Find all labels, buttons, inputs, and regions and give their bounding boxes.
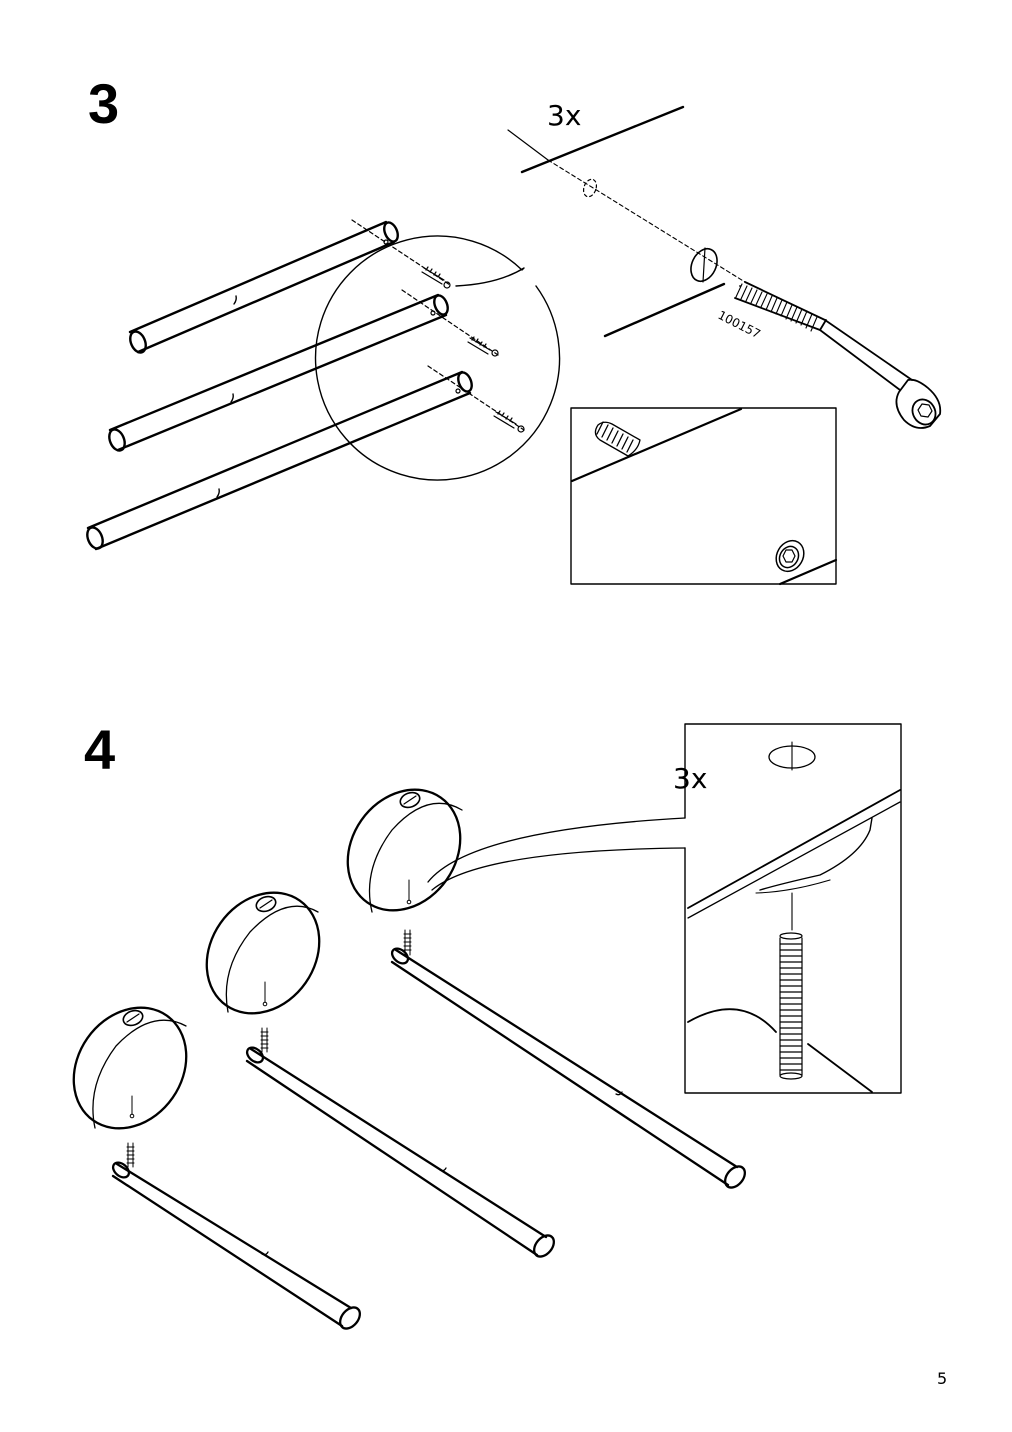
- page-number: 5: [937, 1369, 948, 1388]
- dowel-rod-icon: [389, 946, 749, 1192]
- threaded-stud-icon: [127, 1143, 134, 1167]
- detail-inset-box: [571, 408, 836, 584]
- threaded-stud-icon: [780, 933, 802, 1079]
- dowel-rod-icon: [244, 1045, 558, 1261]
- dowel-rod-icon: [110, 1160, 364, 1333]
- step-3-number: 3: [88, 72, 120, 135]
- round-bracket-ring-icon: [325, 768, 484, 933]
- dowel-rod-icon: [106, 293, 450, 452]
- round-bracket-ring-icon: [51, 986, 210, 1151]
- step-3-quantity: 3x: [547, 99, 582, 132]
- allen-bolt-icon: [402, 290, 498, 356]
- magnifier-callout-icon: [316, 107, 745, 480]
- dowel-rod-icon: [127, 220, 400, 354]
- round-bracket-ring-icon: [184, 871, 343, 1036]
- step-4-number: 4: [84, 718, 116, 781]
- detail-inset-box: [685, 724, 901, 1093]
- allen-bolt-large-icon: [735, 282, 940, 429]
- callout-leader: [428, 818, 685, 890]
- step-4-quantity: 3x: [673, 762, 708, 795]
- dowel-rod-icon: [84, 370, 474, 550]
- threaded-stud-icon: [261, 1028, 268, 1052]
- threaded-stud-icon: [404, 930, 411, 955]
- allen-bolt-icon: [428, 366, 524, 432]
- hex-socket-head-icon: [771, 536, 810, 577]
- allen-bolt-icon: [352, 220, 450, 288]
